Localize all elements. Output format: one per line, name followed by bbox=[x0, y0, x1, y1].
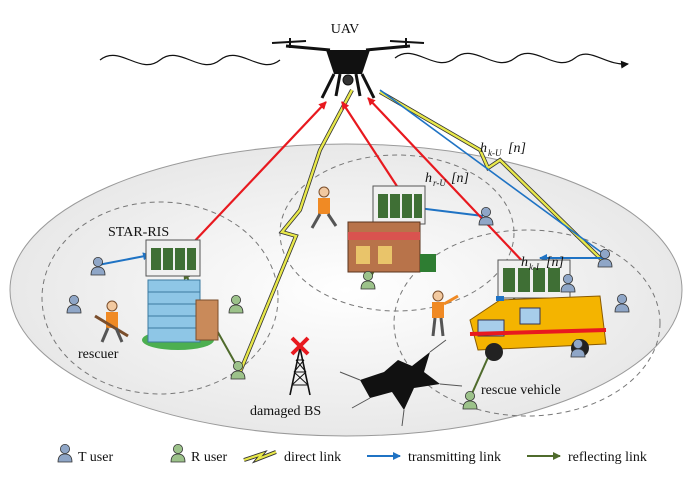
cluster-right bbox=[393, 229, 661, 417]
uav-label: UAV bbox=[331, 22, 360, 37]
legend-reflecting-link-label: reflecting link bbox=[568, 450, 647, 465]
rescue-vehicle-label: rescue vehicle bbox=[481, 383, 561, 398]
svg-text:h: h bbox=[480, 141, 487, 156]
channel-label-h-kU: h k-U [n] bbox=[480, 141, 526, 158]
legend-r-user-icon bbox=[170, 443, 186, 463]
uav-link-right bbox=[367, 97, 526, 265]
rescuer-right-icon bbox=[431, 290, 459, 337]
star-ris-panel-right-icon bbox=[497, 259, 571, 299]
direct-link-2 bbox=[378, 90, 606, 264]
uav-icon bbox=[271, 38, 425, 99]
damaged-bs-label: damaged BS bbox=[250, 404, 321, 419]
legend-direct-link-label: direct link bbox=[284, 450, 341, 465]
uav-link-middle bbox=[341, 101, 407, 201]
damaged-bs-tower-icon bbox=[289, 336, 311, 396]
legend-transmitting-link-label: transmitting link bbox=[408, 450, 501, 465]
legend-t-user-icon bbox=[57, 443, 73, 463]
legend-t-user-label: T user bbox=[78, 450, 113, 465]
rescuer-icon bbox=[94, 300, 129, 343]
transmitting-link-left bbox=[97, 252, 151, 266]
uav-link-left bbox=[189, 101, 327, 247]
svg-text:k-I: k-I bbox=[529, 262, 540, 272]
wind-wave-left bbox=[99, 54, 281, 66]
crack-icon bbox=[339, 339, 463, 427]
svg-text:r-U: r-U bbox=[433, 178, 446, 188]
rescuer-label: rescuer bbox=[78, 347, 119, 362]
svg-text:[n]: [n] bbox=[546, 255, 564, 270]
legend-direct-link-icon bbox=[243, 449, 277, 464]
legend-r-user-label: R user bbox=[191, 450, 228, 465]
svg-text:[n]: [n] bbox=[508, 141, 526, 156]
wind-wave-right bbox=[394, 52, 629, 69]
star-ris-label: STAR-RIS bbox=[108, 225, 169, 240]
svg-text:[n]: [n] bbox=[451, 171, 469, 186]
svg-text:k-U: k-U bbox=[488, 148, 502, 158]
svg-text:h: h bbox=[425, 171, 432, 186]
transmitting-link-middle bbox=[417, 204, 484, 217]
legend: T user R user direct link transmitting l… bbox=[57, 443, 647, 465]
channel-label-h-kI: h k-I [n] bbox=[521, 255, 564, 272]
cluster-left bbox=[41, 201, 279, 395]
star-ris-panel-icon bbox=[145, 239, 201, 277]
rescuer-middle-icon bbox=[310, 186, 338, 229]
svg-text:h: h bbox=[521, 255, 528, 270]
ground-area bbox=[9, 143, 683, 437]
channel-label-h-rU: h r-U [n] bbox=[425, 171, 469, 188]
star-ris-panel-middle-icon bbox=[372, 185, 426, 225]
shop-icon bbox=[347, 221, 436, 273]
building-icon bbox=[142, 279, 219, 350]
direct-link-1 bbox=[238, 89, 354, 373]
uav-link-blue bbox=[379, 89, 606, 256]
